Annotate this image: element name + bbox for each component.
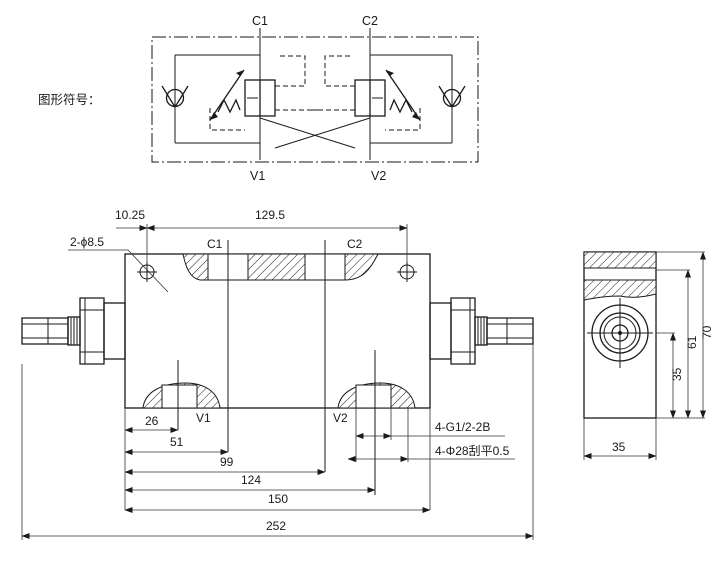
dim-150: 150 bbox=[268, 492, 288, 506]
port-callouts: 4-G1/2-2B 4-Φ28刮平0.5 bbox=[347, 408, 515, 462]
symbol-left-circuit bbox=[161, 28, 320, 160]
symbol-port-v1: V1 bbox=[250, 169, 265, 183]
top-dimensions: 10.25 129.5 2-ϕ8.5 bbox=[68, 208, 408, 293]
symbol-right-circuit bbox=[310, 28, 466, 160]
symbol-port-c1: C1 bbox=[252, 14, 268, 28]
symbol-enclosure bbox=[151, 36, 479, 163]
spring-left bbox=[217, 98, 241, 114]
bottom-section bbox=[142, 382, 416, 409]
callout-spotface: 4-Φ28刮平0.5 bbox=[435, 444, 510, 458]
symbol-crossover bbox=[259, 117, 371, 149]
left-cartridge bbox=[21, 297, 126, 365]
dim-10-25: 10.25 bbox=[115, 208, 145, 222]
dim-35-vertical: 35 bbox=[670, 367, 684, 381]
front-port-v2: V2 bbox=[333, 411, 348, 425]
top-section bbox=[182, 253, 379, 281]
dim-124: 124 bbox=[241, 473, 261, 487]
hydraulic-symbol: 图形符号： bbox=[38, 14, 479, 183]
callout-thread: 4-G1/2-2B bbox=[435, 420, 490, 434]
symbol-port-c2: C2 bbox=[362, 14, 378, 28]
dim-holes: 2-ϕ8.5 bbox=[70, 235, 104, 249]
front-port-c2: C2 bbox=[347, 237, 363, 251]
dim-99: 99 bbox=[220, 455, 234, 469]
bottom-dimensions: 26 51 99 124 150 252 bbox=[21, 344, 534, 540]
front-view: C1 C2 V1 V2 10.25 129.5 2-ϕ8.5 26 51 bbox=[21, 208, 534, 540]
front-port-v1: V1 bbox=[196, 411, 211, 425]
front-port-c1: C1 bbox=[207, 237, 223, 251]
dim-51: 51 bbox=[170, 435, 184, 449]
side-dimensions: 70 61 35 35 bbox=[583, 251, 714, 460]
side-port bbox=[587, 298, 653, 368]
symbol-port-v2: V2 bbox=[371, 169, 386, 183]
side-view: 70 61 35 35 bbox=[583, 251, 714, 460]
symbol-label: 图形符号： bbox=[38, 92, 101, 107]
dim-129-5: 129.5 bbox=[255, 208, 285, 222]
dim-35-horizontal: 35 bbox=[612, 440, 626, 454]
spring-right bbox=[389, 98, 413, 114]
dim-26: 26 bbox=[145, 414, 159, 428]
dim-70: 70 bbox=[700, 325, 714, 339]
right-cartridge bbox=[429, 297, 534, 365]
dim-61: 61 bbox=[685, 335, 699, 349]
dim-252: 252 bbox=[266, 519, 286, 533]
